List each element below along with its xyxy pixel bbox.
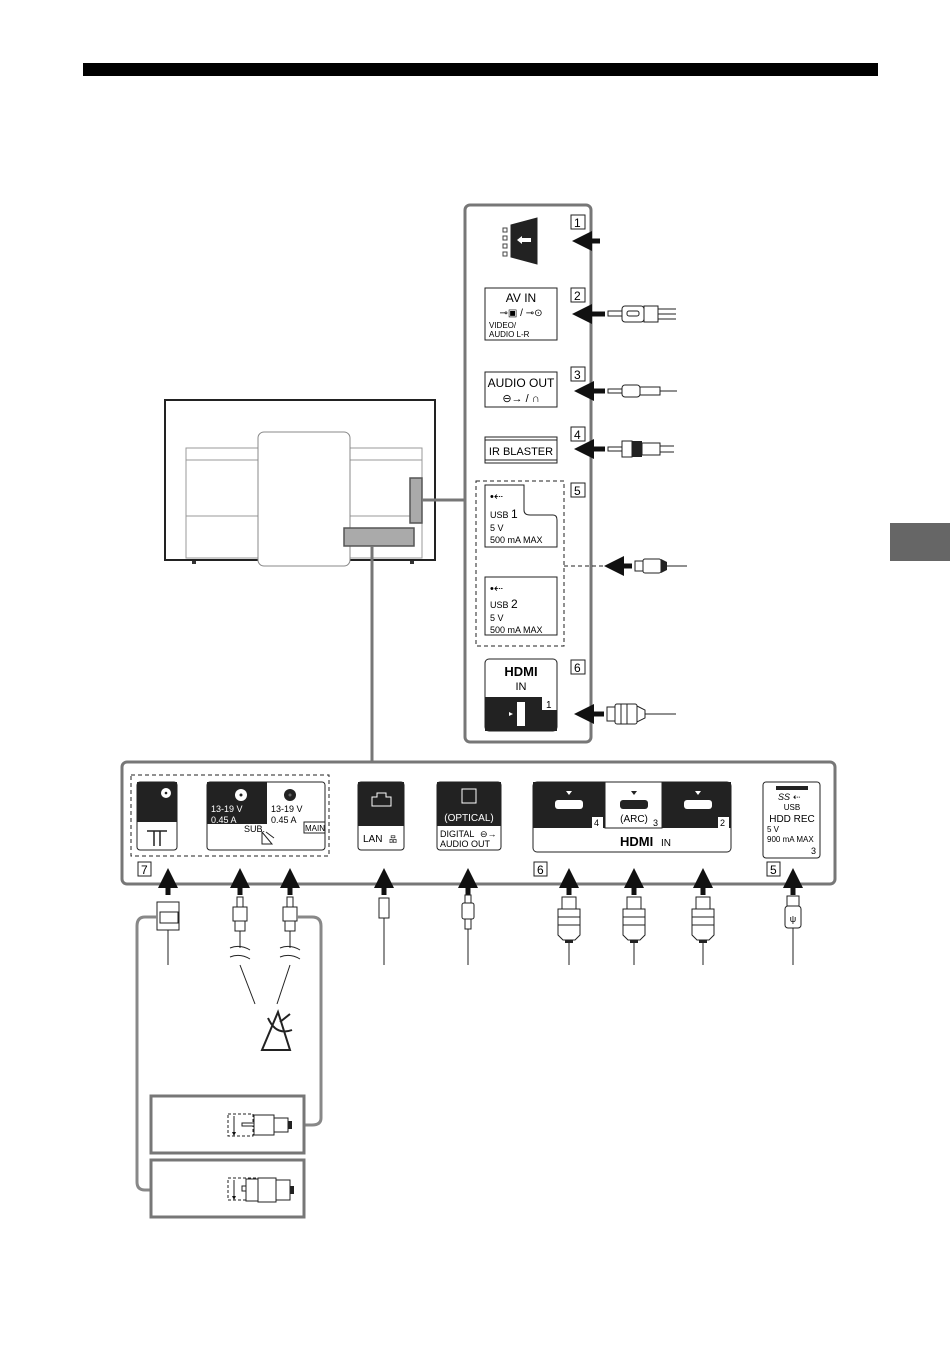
satellite-f-type-connector	[151, 1096, 304, 1153]
sub-current: 0.45 A	[211, 815, 237, 825]
av-mini-plug-cable	[608, 306, 676, 322]
tv-rear-view	[165, 400, 435, 566]
item-number: 2	[574, 289, 581, 303]
hdmi-port-number: 3	[653, 818, 658, 828]
usb2-current: 500 mA MAX	[490, 625, 543, 635]
usb-icon: •⇠	[490, 583, 503, 595]
usb-voltage: 5 V	[767, 825, 780, 834]
hdmi-cable	[692, 897, 714, 965]
optical-label: (OPTICAL)	[444, 813, 493, 824]
main-voltage: 13-19 V	[271, 804, 303, 814]
av-sub-label-2: AUDIO L-R	[489, 330, 530, 339]
satellite-dish-icon	[262, 1012, 292, 1050]
hdmi-ports: 4 (ARC) 3 2 HDMI IN	[533, 782, 731, 852]
usb-hdd-port: SS ⇠ USB HDD REC 5 V 900 mA MAX 3	[763, 782, 820, 858]
ir-blaster-label: IR BLASTER	[489, 446, 553, 458]
hdmi-port-number: 4	[594, 818, 599, 828]
usb-icon: ⇠	[793, 792, 801, 802]
item-number: 7	[141, 863, 148, 877]
video-audio-in-icon: ⊸▣ / ⊸⊙	[500, 308, 543, 319]
hdmi-in-label: IN	[516, 681, 527, 693]
main-current: 0.45 A	[271, 815, 297, 825]
lan-port: LAN 品	[358, 782, 404, 850]
hdmi-port-number: 1	[546, 700, 552, 711]
usb-cable: ψ	[785, 896, 801, 965]
hdd-rec-label: HDD REC	[769, 814, 815, 825]
item-number: 5	[770, 863, 777, 877]
antenna-iec-connector	[151, 1160, 304, 1217]
antenna-port	[137, 782, 177, 850]
hdmi-logo: HDMI	[504, 664, 537, 679]
guide-line	[297, 917, 321, 1125]
main-label: MAIN	[305, 824, 325, 833]
lan-cable	[379, 898, 389, 965]
usb-icon: ψ	[790, 914, 796, 924]
satellite-ports: 13-19 V 0.45 A SUB. 13-19 V 0.45 A MAIN	[207, 782, 325, 850]
usb2-label: USB 2	[490, 597, 518, 611]
hdmi-port-number: 2	[720, 818, 725, 828]
audio-out-label: AUDIO OUT	[488, 376, 555, 390]
sub-voltage: 13-19 V	[211, 804, 243, 814]
optical-port: (OPTICAL) DIGITAL ⊖→ AUDIO OUT	[437, 782, 501, 850]
item-number: 5	[574, 484, 581, 498]
satellite-main-cable	[277, 897, 300, 1004]
network-icon: 品	[389, 835, 397, 844]
item-number: 1	[574, 216, 581, 230]
usb-current: 900 mA MAX	[767, 835, 814, 844]
stereo-mini-plug-cable	[608, 385, 677, 397]
usb-label: USB	[784, 803, 800, 812]
usb-a-cable	[635, 559, 687, 573]
usb2-voltage: 5 V	[490, 613, 504, 623]
hdmi-in-label: IN	[661, 838, 671, 849]
optical-cable	[462, 895, 474, 965]
av-in-label: AV IN	[506, 291, 536, 305]
antenna-iec-cable	[157, 902, 179, 965]
hdmi-cable	[623, 897, 645, 965]
item-number: 6	[537, 863, 544, 877]
output-icon: ⊖→	[480, 829, 497, 839]
hdmi-cable	[607, 704, 676, 724]
hdmi-logo: HDMI	[620, 834, 653, 849]
usb1-voltage: 5 V	[490, 523, 504, 533]
hdmi-cables	[558, 897, 714, 965]
hdmi-cable	[558, 897, 580, 965]
rear-port-highlight	[344, 528, 414, 546]
usb1-label: USB 1	[490, 507, 518, 521]
item-number: 3	[574, 368, 581, 382]
lan-label: LAN	[363, 834, 382, 845]
superspeed-usb-icon: SS	[778, 792, 790, 802]
audio-out-label: AUDIO OUT	[440, 839, 491, 849]
ir-blaster-plug-cable	[608, 441, 674, 457]
usb-port-number: 3	[811, 846, 816, 856]
satellite-sub-cable	[230, 897, 255, 1004]
av-sub-label: VIDEO/	[489, 321, 517, 330]
item-number: 4	[574, 428, 581, 442]
arc-label: (ARC)	[620, 814, 648, 825]
usb-icon: •⇠	[490, 491, 503, 503]
item-number: 6	[574, 661, 581, 675]
usb1-current: 500 mA MAX	[490, 535, 543, 545]
digital-label: DIGITAL	[440, 829, 474, 839]
side-port-highlight	[410, 478, 422, 523]
headphone-icon: ⊖→ / ∩	[502, 393, 539, 405]
